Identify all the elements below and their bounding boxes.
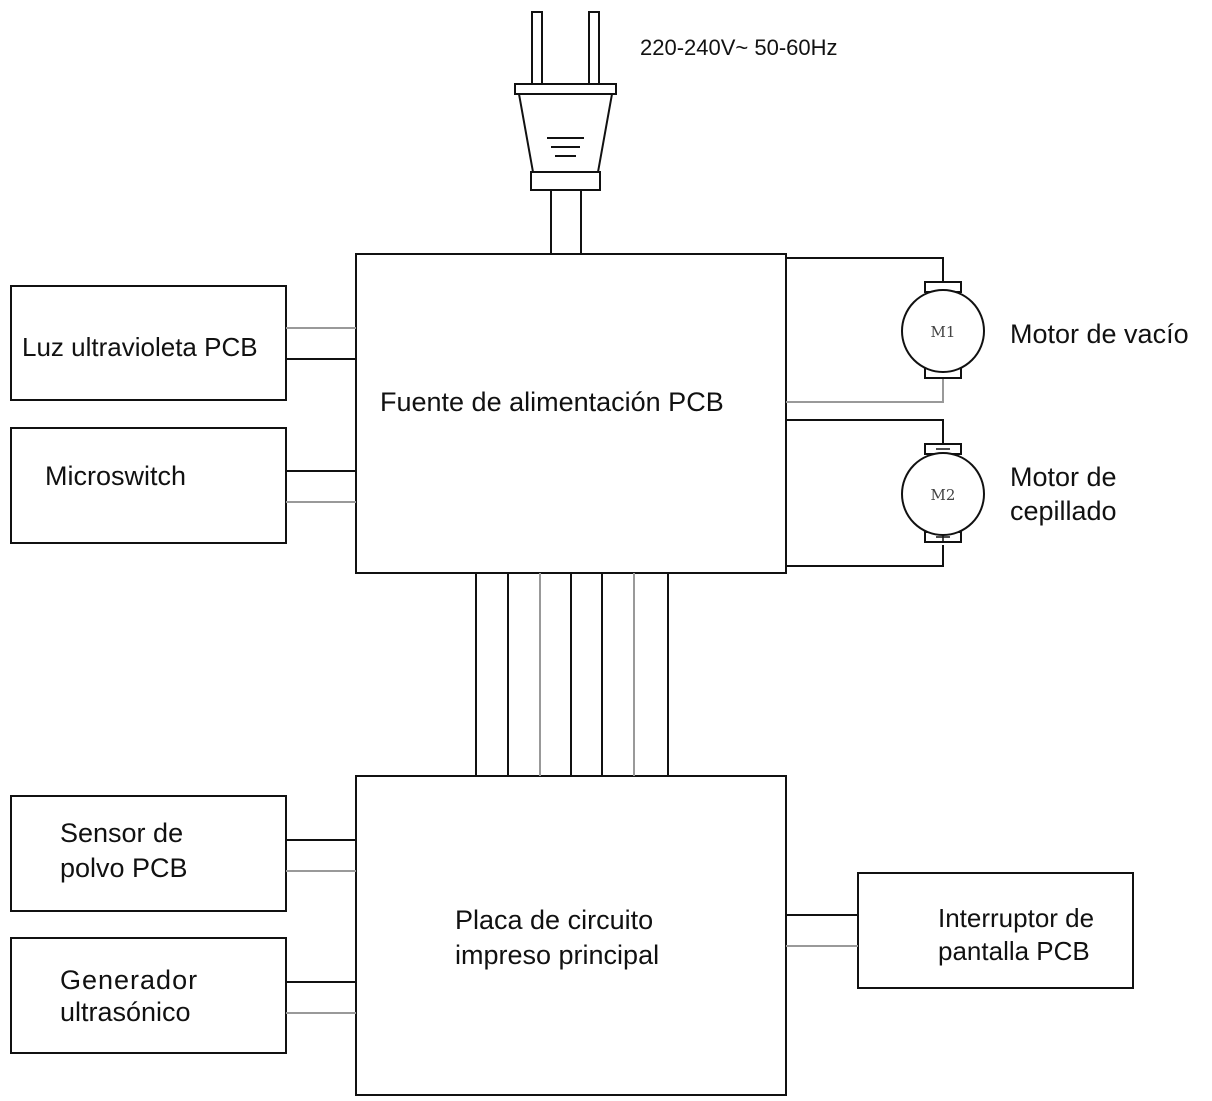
motor-m2-tag: M2 [931,486,956,504]
microswitch-label: Microswitch [45,461,187,491]
microswitch-box [10,427,287,544]
dust-sensor-box [10,795,287,912]
power-pcb-box [355,253,787,574]
motor-brush-label-line1: Motor de [1010,462,1117,492]
main-board-box [355,775,787,1096]
dust-sensor-label-line2: polvo PCB [60,853,188,883]
ultrasonic-box [10,937,287,1054]
motor-brush-label-line2: cepillado [1010,496,1117,526]
motor-m1-icon [901,281,985,379]
uv-light-box [10,285,287,401]
power-pcb-label: Fuente de alimentación PCB [380,387,724,417]
ultrasonic-label-line1: Generador [60,965,199,995]
power-plug-icon [514,11,617,254]
dust-sensor-label-line1: Sensor de [60,818,184,848]
motor-m1-tag: M1 [931,323,956,341]
main-board-label-line1: Placa de circuito [455,905,654,935]
screen-switch-label-line1: Interruptor de [938,903,1095,933]
motor-vacuum-label: Motor de vacío [1010,319,1189,349]
screen-switch-box [857,872,1134,989]
motor-m2-icon [901,443,985,543]
uv-light-label: Luz ultravioleta PCB [22,332,258,362]
ultrasonic-label-line2: ultrasónico [60,997,191,1027]
main-board-label-line2: impreso principal [455,940,660,970]
screen-switch-label-line2: pantalla PCB [938,936,1090,966]
voltage-label: 220-240V~ 50-60Hz [640,35,838,60]
